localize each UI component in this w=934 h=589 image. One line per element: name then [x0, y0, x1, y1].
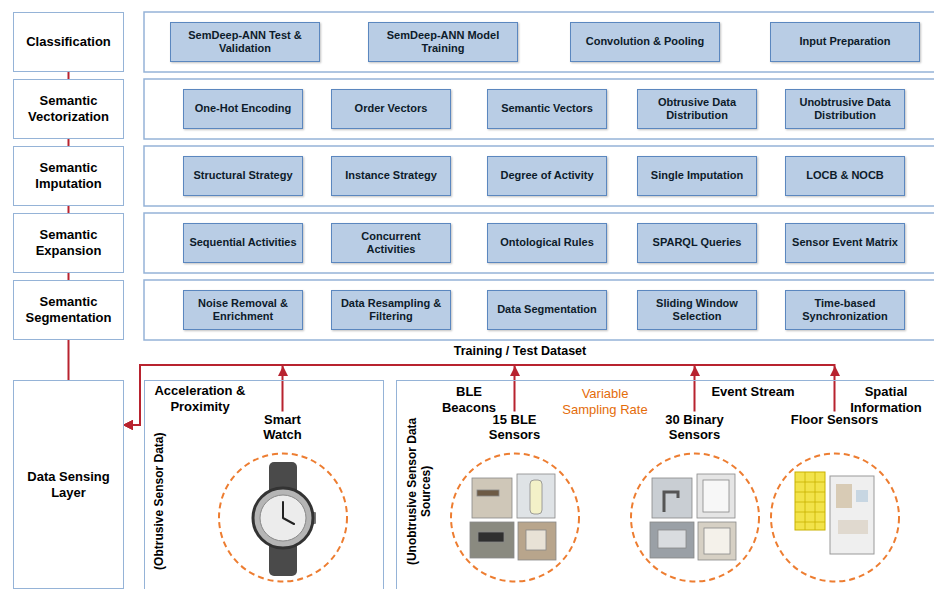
- panel-title: (Unobtrusive Sensor Data Sources): [405, 396, 434, 586]
- annotation-label: Variable Sampling Rate: [555, 386, 655, 417]
- layer-box: Semantic Vectorization: [13, 79, 124, 139]
- data-flow-line: [68, 72, 70, 79]
- process-label: Data Resampling & Filtering: [336, 297, 446, 323]
- process-label: One-Hot Encoding: [195, 102, 292, 115]
- data-flow-line: [68, 340, 70, 380]
- process-box: Unobtrusive Data Distribution: [785, 89, 905, 129]
- process-box: Order Vectors: [331, 89, 451, 129]
- process-box: LOCB & NOCB: [785, 156, 905, 196]
- data-flow-line: [124, 365, 835, 425]
- process-label: Sensor Event Matrix: [792, 236, 898, 249]
- process-label: Sliding Window Selection: [642, 297, 752, 323]
- process-box: SPARQL Queries: [637, 223, 757, 263]
- circle-outline-shape: [451, 453, 579, 581]
- row-panels: [144, 12, 934, 340]
- process-label: Convolution & Pooling: [586, 35, 705, 48]
- sensor-circle: Floor Sensors: [767, 412, 903, 587]
- layer-label: Semantic Imputation: [18, 160, 119, 191]
- process-box: Input Preparation: [770, 22, 920, 62]
- process-label: Semantic Vectors: [501, 102, 593, 115]
- sensor-label: Smart Watch: [253, 412, 313, 443]
- data-flow-line: [124, 365, 515, 425]
- sensor-label: 30 Binary Sensors: [655, 412, 735, 443]
- layer-box: Semantic Imputation: [13, 146, 124, 206]
- annotation-label: Training / Test Dataset: [420, 344, 620, 359]
- panel-title: (Obtrusive Sensor Data): [152, 416, 166, 586]
- process-label: Obtrusive Data Distribution: [642, 96, 752, 122]
- layer-box: Data Sensing Layer: [13, 380, 124, 589]
- circle-outline: [213, 448, 353, 587]
- process-label: Sequential Activities: [189, 236, 296, 249]
- annotation-label: BLE Beacons: [438, 384, 500, 415]
- sensor-circle: 15 BLE Sensors: [447, 412, 583, 587]
- circle-outline: [447, 448, 583, 587]
- process-box: SemDeep-ANN Test & Validation: [170, 22, 320, 62]
- annotation-label: Event Stream: [703, 384, 803, 400]
- process-label: Data Segmentation: [497, 303, 597, 316]
- data-flow-line: [68, 206, 70, 213]
- process-box: One-Hot Encoding: [183, 89, 303, 129]
- process-box: Time-based Synchronization: [785, 290, 905, 330]
- process-box: Data Segmentation: [487, 290, 607, 330]
- smart-watch-picture: [253, 462, 316, 576]
- process-box: Degree of Activity: [487, 156, 607, 196]
- layer-box: Semantic Segmentation: [13, 280, 124, 340]
- process-label: SemDeep-ANN Test & Validation: [175, 29, 315, 55]
- circle-outline-shape: [771, 453, 899, 581]
- process-label: Input Preparation: [799, 35, 890, 48]
- layer-box: Classification: [13, 12, 124, 72]
- process-box: Data Resampling & Filtering: [331, 290, 451, 330]
- process-box: Concurrent Activities: [331, 223, 451, 263]
- data-flow-line: [68, 273, 70, 280]
- process-box: Convolution & Pooling: [570, 22, 720, 62]
- process-box: Sequential Activities: [183, 223, 303, 263]
- process-box: Sensor Event Matrix: [785, 223, 905, 263]
- process-label: SemDeep-ANN Model Training: [373, 29, 513, 55]
- process-label: Instance Strategy: [345, 169, 437, 182]
- process-label: Concurrent Activities: [336, 230, 446, 256]
- process-label: Order Vectors: [355, 102, 428, 115]
- ble-beacon-photos: [470, 474, 556, 560]
- process-label: Ontological Rules: [500, 236, 594, 249]
- sensor-circle: Smart Watch: [213, 412, 353, 587]
- process-box: Sliding Window Selection: [637, 290, 757, 330]
- floor-sensor-picture: [795, 472, 874, 554]
- circle-outline: [627, 448, 763, 587]
- process-box: Structural Strategy: [183, 156, 303, 196]
- circle-outline-shape: [219, 453, 347, 581]
- sensor-label: 15 BLE Sensors: [480, 412, 550, 443]
- circle-outline: [767, 448, 903, 587]
- process-label: SPARQL Queries: [653, 236, 742, 249]
- process-label: Time-based Synchronization: [790, 297, 900, 323]
- annotation-label: Spatial Information: [842, 384, 930, 415]
- annotation-label: Acceleration & Proximity: [150, 383, 250, 414]
- layer-label: Semantic Expansion: [18, 227, 119, 258]
- data-flow-line: [124, 365, 283, 425]
- binary-sensor-photos: [650, 474, 736, 560]
- process-label: Single Imputation: [651, 169, 743, 182]
- process-label: LOCB & NOCB: [806, 169, 884, 182]
- process-label: Noise Removal & Enrichment: [188, 297, 298, 323]
- process-box: SemDeep-ANN Model Training: [368, 22, 518, 62]
- layer-label: Semantic Vectorization: [18, 93, 119, 124]
- process-box: Semantic Vectors: [487, 89, 607, 129]
- process-box: Obtrusive Data Distribution: [637, 89, 757, 129]
- sensor-circle: 30 Binary Sensors: [627, 412, 763, 587]
- circle-outline-shape: [631, 453, 759, 581]
- process-label: Structural Strategy: [193, 169, 292, 182]
- merge-arrowheads: [278, 366, 840, 376]
- layer-label: Semantic Segmentation: [18, 294, 119, 325]
- data-flow-line: [124, 365, 695, 425]
- layer-box: Semantic Expansion: [13, 213, 124, 273]
- layer-label: Classification: [26, 34, 111, 50]
- process-label: Degree of Activity: [500, 169, 593, 182]
- process-box: Single Imputation: [637, 156, 757, 196]
- process-box: Noise Removal & Enrichment: [183, 290, 303, 330]
- process-label: Unobtrusive Data Distribution: [790, 96, 900, 122]
- layer-label: Data Sensing Layer: [18, 469, 119, 500]
- process-box: Ontological Rules: [487, 223, 607, 263]
- data-flow-line: [68, 139, 70, 146]
- process-box: Instance Strategy: [331, 156, 451, 196]
